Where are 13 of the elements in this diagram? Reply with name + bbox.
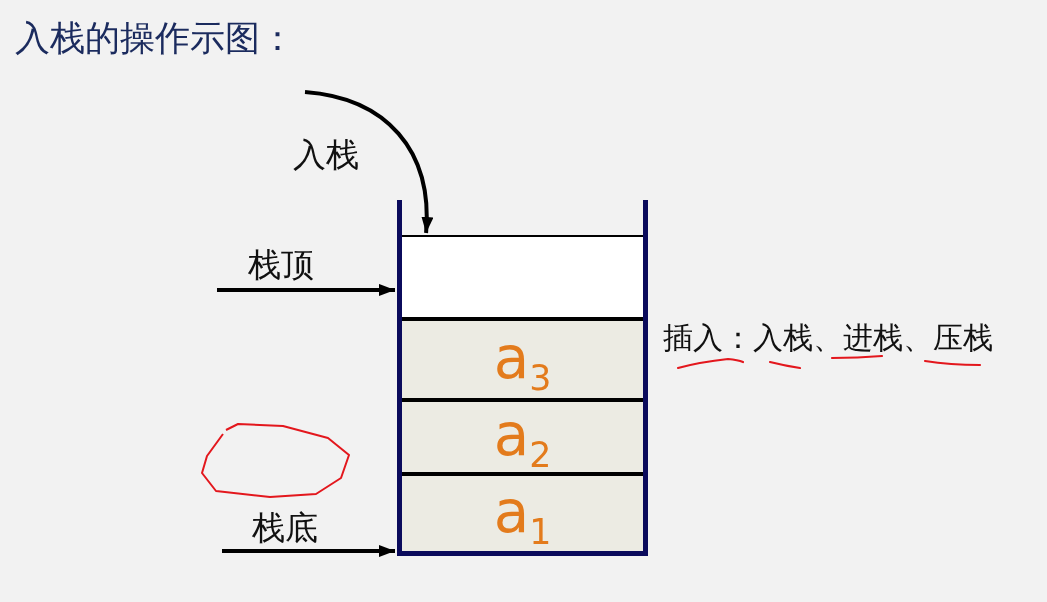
curved-arrow <box>304 90 433 234</box>
stack-cell: a$_{2}$ <box>402 398 643 472</box>
edge-label: 入栈 <box>293 137 359 174</box>
edge-label: 栈底 <box>252 510 318 547</box>
stack-container <box>397 200 648 556</box>
stack-cell: a$_{1}$ <box>402 472 643 551</box>
arrow <box>222 545 395 557</box>
edge-label: 栈顶 <box>248 247 314 284</box>
note-text: 插入：入栈、进栈、压栈 <box>663 321 993 354</box>
stack-cell: a$_{3}$ <box>402 317 643 398</box>
title: 入栈的操作示图： <box>15 18 295 59</box>
arrow <box>217 283 395 296</box>
empty-stack-slot <box>402 235 643 317</box>
